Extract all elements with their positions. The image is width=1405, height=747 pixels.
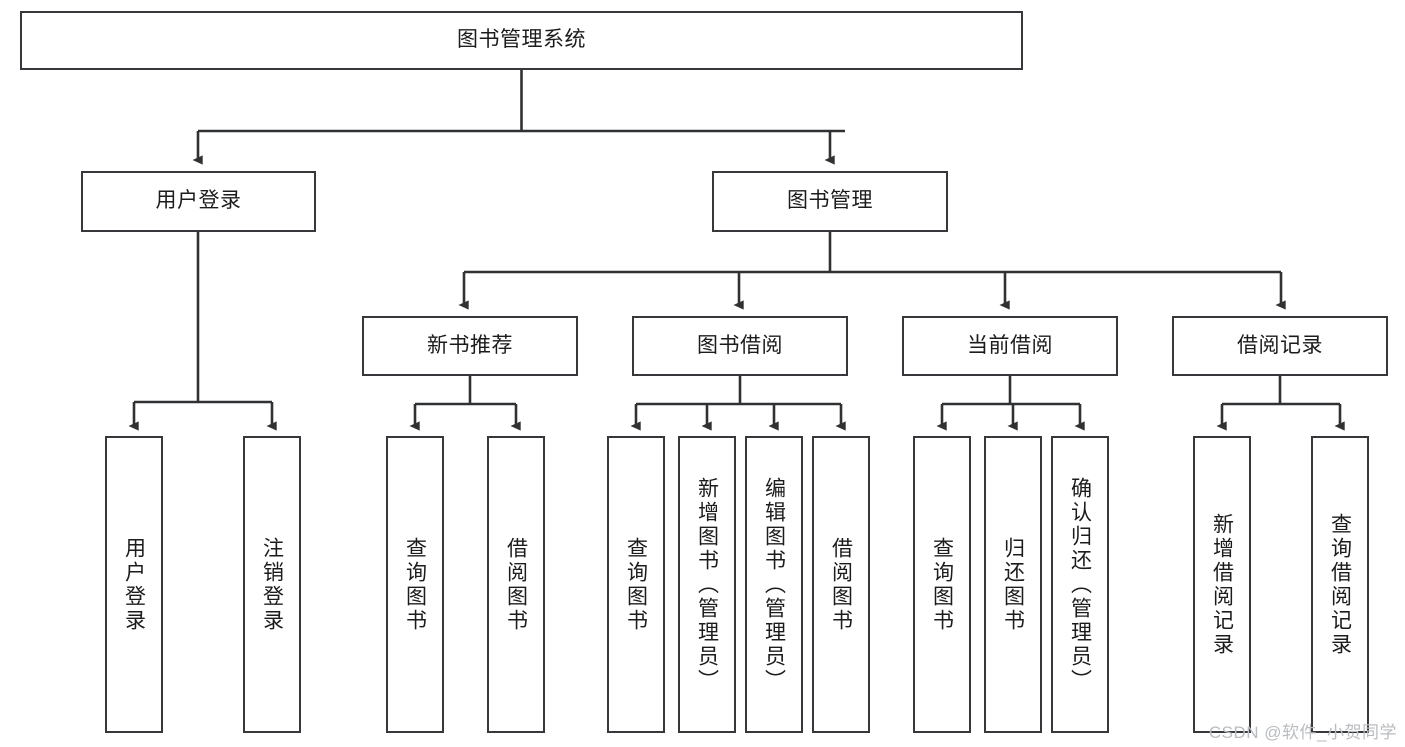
leaf-bb-edit-book-label: 编辑图书（管理员）	[762, 476, 786, 693]
leaf-user-login-label: 用户登录	[122, 536, 146, 633]
node-book-manage-label: 图书管理	[787, 189, 873, 213]
leaf-cb-query-book[interactable]: 查询图书	[913, 436, 971, 733]
node-new-book-recommend-label: 新书推荐	[427, 333, 513, 357]
leaf-cb-confirm-return[interactable]: 确认归还（管理员）	[1051, 436, 1109, 733]
leaf-bb-add-book[interactable]: 新增图书（管理员）	[678, 436, 736, 733]
node-user-login-label: 用户登录	[155, 189, 242, 213]
node-current-borrow-label: 当前借阅	[967, 333, 1053, 357]
node-book-borrow-label: 图书借阅	[697, 333, 783, 357]
leaf-rec-borrow-book-label: 借阅图书	[504, 536, 528, 633]
node-user-login[interactable]: 用户登录	[81, 171, 316, 232]
leaf-rec-query-book-label: 查询图书	[403, 536, 427, 633]
leaf-bb-borrow-book-label: 借阅图书	[829, 536, 853, 633]
node-current-borrow[interactable]: 当前借阅	[902, 316, 1118, 376]
leaf-br-query-record[interactable]: 查询借阅记录	[1311, 436, 1369, 733]
leaf-cb-query-book-label: 查询图书	[930, 536, 954, 633]
leaf-bb-add-book-label: 新增图书（管理员）	[695, 476, 719, 693]
leaf-user-logout[interactable]: 注销登录	[243, 436, 301, 733]
node-borrow-record-label: 借阅记录	[1237, 333, 1323, 357]
leaf-user-logout-label: 注销登录	[260, 536, 284, 633]
node-book-manage[interactable]: 图书管理	[712, 171, 948, 232]
leaf-bb-query-book-label: 查询图书	[624, 536, 648, 633]
leaf-br-query-record-label: 查询借阅记录	[1328, 512, 1352, 657]
node-new-book-recommend[interactable]: 新书推荐	[362, 316, 578, 376]
leaf-bb-edit-book[interactable]: 编辑图书（管理员）	[745, 436, 803, 733]
leaf-bb-borrow-book[interactable]: 借阅图书	[812, 436, 870, 733]
leaf-cb-return-book-label: 归还图书	[1001, 536, 1025, 633]
leaf-user-login[interactable]: 用户登录	[105, 436, 163, 733]
leaf-br-add-record-label: 新增借阅记录	[1210, 512, 1234, 657]
leaf-br-add-record[interactable]: 新增借阅记录	[1193, 436, 1251, 733]
leaf-rec-borrow-book[interactable]: 借阅图书	[487, 436, 545, 733]
node-root-label: 图书管理系统	[457, 28, 586, 52]
leaf-rec-query-book[interactable]: 查询图书	[386, 436, 444, 733]
node-borrow-record[interactable]: 借阅记录	[1172, 316, 1388, 376]
leaf-cb-confirm-return-label: 确认归还（管理员）	[1068, 476, 1092, 693]
leaf-bb-query-book[interactable]: 查询图书	[607, 436, 665, 733]
node-root[interactable]: 图书管理系统	[20, 11, 1023, 70]
node-book-borrow[interactable]: 图书借阅	[632, 316, 848, 376]
leaf-cb-return-book[interactable]: 归还图书	[984, 436, 1042, 733]
